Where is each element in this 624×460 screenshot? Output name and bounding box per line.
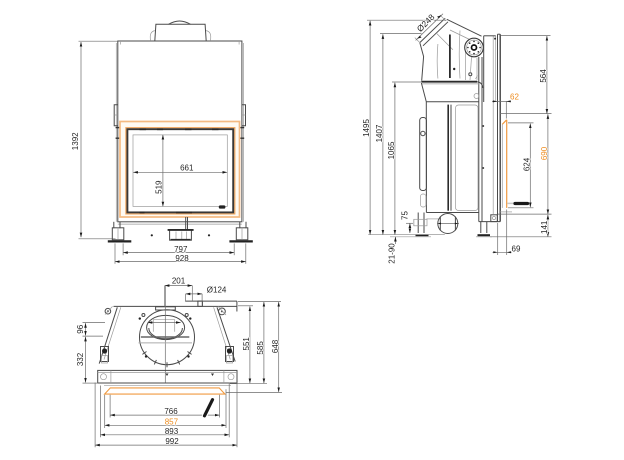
svg-text:564: 564 [539, 69, 548, 83]
svg-text:96: 96 [76, 324, 85, 333]
svg-text:21-90: 21-90 [388, 243, 397, 264]
svg-text:928: 928 [175, 254, 189, 263]
svg-text:661: 661 [180, 163, 194, 172]
svg-text:766: 766 [164, 407, 178, 416]
svg-text:551: 551 [242, 337, 251, 351]
svg-text:69: 69 [512, 245, 521, 254]
svg-text:1392: 1392 [71, 132, 80, 150]
svg-text:857: 857 [165, 417, 179, 426]
svg-text:648: 648 [271, 339, 280, 353]
svg-text:1065: 1065 [387, 141, 396, 159]
svg-text:519: 519 [154, 180, 163, 194]
svg-text:797: 797 [174, 245, 188, 254]
svg-text:585: 585 [256, 341, 265, 355]
svg-text:992: 992 [165, 437, 179, 446]
svg-text:75: 75 [401, 211, 410, 220]
svg-text:62: 62 [510, 93, 519, 102]
svg-text:Ø124: Ø124 [207, 285, 227, 294]
svg-text:1407: 1407 [375, 124, 384, 142]
svg-text:690: 690 [540, 146, 549, 160]
svg-text:332: 332 [76, 352, 85, 366]
svg-text:141: 141 [540, 220, 549, 234]
svg-text:624: 624 [522, 157, 531, 171]
svg-text:201: 201 [172, 277, 186, 286]
svg-text:893: 893 [165, 427, 179, 436]
svg-text:1495: 1495 [362, 119, 371, 137]
